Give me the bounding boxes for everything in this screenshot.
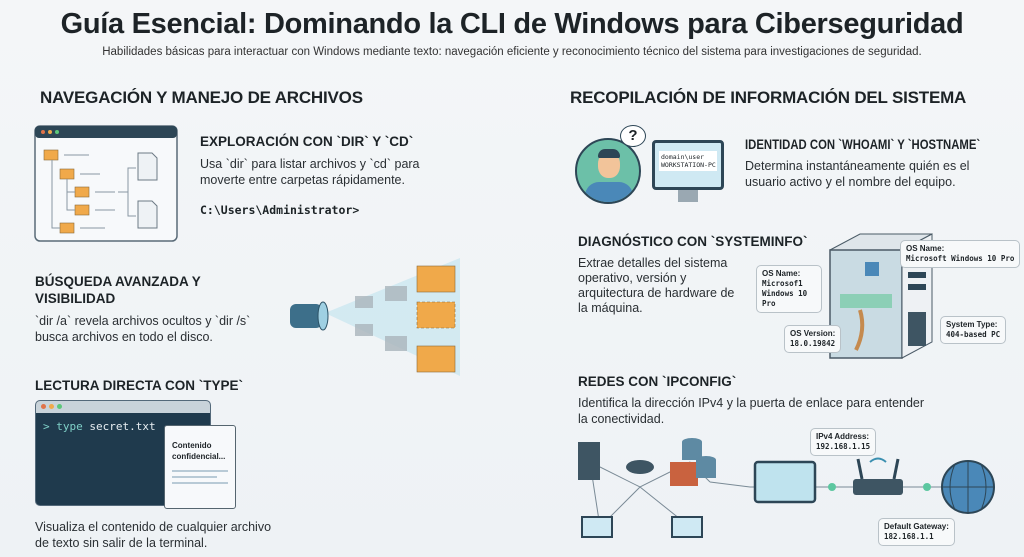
- callout-value: Microsoft Windows 10 Pro: [906, 254, 1015, 263]
- search-desc-2: busca archivos en todo el disco.: [35, 330, 213, 344]
- screen-user: domain\user: [661, 153, 705, 161]
- page-subtitle: Habilidades básicas para interactuar con…: [102, 46, 922, 58]
- ipv4-label: IPv4 Address:: [816, 432, 870, 441]
- callout-label: System Type:: [946, 320, 998, 329]
- section-heading-system-info: RECOPILACIÓN DE INFORMACIÓN DEL SISTEMA: [570, 88, 967, 107]
- network-desc-1: Identifica la dirección IPv4 y la puerta…: [578, 396, 925, 410]
- identity-title: IDENTIDAD CON `WHOAMI` Y `HOSTNAME`: [745, 137, 981, 152]
- identity-desc-1: Determina instantáneamente quién es el: [745, 159, 970, 173]
- sysinfo-desc-4: la máquina.: [578, 301, 643, 315]
- callout-label: OS Name:: [762, 269, 801, 278]
- command-prompt-path: C:\Users\Administrator>: [200, 203, 360, 217]
- page-title: Guía Esencial: Dominando la CLI de Windo…: [60, 8, 964, 40]
- search-desc-1: `dir /a` revela archivos ocultos y `dir …: [35, 314, 251, 328]
- network-diagram: [578, 438, 995, 538]
- prompt-symbol: >: [43, 420, 50, 433]
- network-title: REDES CON `IPCONFIG`: [578, 374, 737, 389]
- explore-desc-2: moverte entre carpetas rápidamente.: [200, 173, 405, 187]
- explore-desc-1: Usa `dir` para listar archivos y `cd` pa…: [200, 157, 420, 171]
- callout-value: Microsof1 Windows 10 Pro: [762, 279, 808, 308]
- sysinfo-desc-3: arquitectura de hardware de: [578, 286, 735, 300]
- search-title-1: BÚSQUEDA AVANZADA Y: [35, 274, 201, 289]
- monitor-screen: domain\user WORKSTATION-PC: [652, 140, 724, 190]
- terminal-argument: secret.txt: [89, 420, 156, 433]
- monitor-stand: [678, 190, 698, 202]
- screen-host: WORKSTATION-PC: [661, 161, 716, 169]
- network-desc-2: la conectividad.: [578, 412, 665, 426]
- ipv4-value: 192.168.1.15: [816, 442, 871, 451]
- type-desc-1: Visualiza el contenido de cualquier arch…: [35, 520, 272, 534]
- question-bubble: ?: [620, 125, 646, 147]
- callout-label: OS Version:: [790, 329, 836, 338]
- explore-title: EXPLORACIÓN CON `DIR` Y `CD`: [200, 134, 414, 149]
- callout-label: OS Name:: [906, 244, 945, 253]
- gateway-callout: Default Gateway:182.168.1.1: [878, 518, 955, 546]
- doc-line-1: Contenido: [172, 441, 212, 450]
- file-explorer-illustration: [34, 125, 178, 242]
- sysinfo-title: DIAGNÓSTICO CON `SYSTEMINFO`: [578, 234, 808, 249]
- type-title: LECTURA DIRECTA CON `TYPE`: [35, 378, 243, 393]
- identity-desc-2: usuario activo y el nombre del equipo.: [745, 175, 956, 189]
- type-desc-2: de texto sin salir de la terminal.: [35, 536, 208, 550]
- sysinfo-desc-2: operativo, versión y: [578, 271, 687, 285]
- section-heading-navigation: NAVEGACIÓN Y MANEJO DE ARCHIVOS: [40, 88, 363, 107]
- doc-line-2: confidencial...: [172, 452, 226, 461]
- gateway-label: Default Gateway:: [884, 522, 949, 531]
- document-preview: Contenido confidencial...: [164, 425, 236, 509]
- search-title-2: VISIBILIDAD: [35, 291, 116, 306]
- callout-os-name-1: OS Name:Microsoft Windows 10 Pro: [900, 240, 1021, 268]
- callout-os-name-2: OS Name:Microsof1 Windows 10 Pro: [756, 265, 822, 313]
- ipv4-callout: IPv4 Address:192.168.1.15: [810, 428, 877, 456]
- callout-os-version: OS Version:18.0.19842: [784, 325, 842, 353]
- callout-value: 404-based PC: [946, 330, 1001, 339]
- gateway-value: 182.168.1.1: [884, 532, 934, 541]
- sysinfo-desc-1: Extrae detalles del sistema: [578, 256, 728, 270]
- terminal-command: type: [56, 420, 83, 433]
- callout-system-type: System Type:404-based PC: [940, 316, 1007, 344]
- flashlight-illustration: [290, 258, 460, 376]
- callout-value: 18.0.19842: [790, 339, 836, 348]
- user-avatar: [575, 138, 641, 204]
